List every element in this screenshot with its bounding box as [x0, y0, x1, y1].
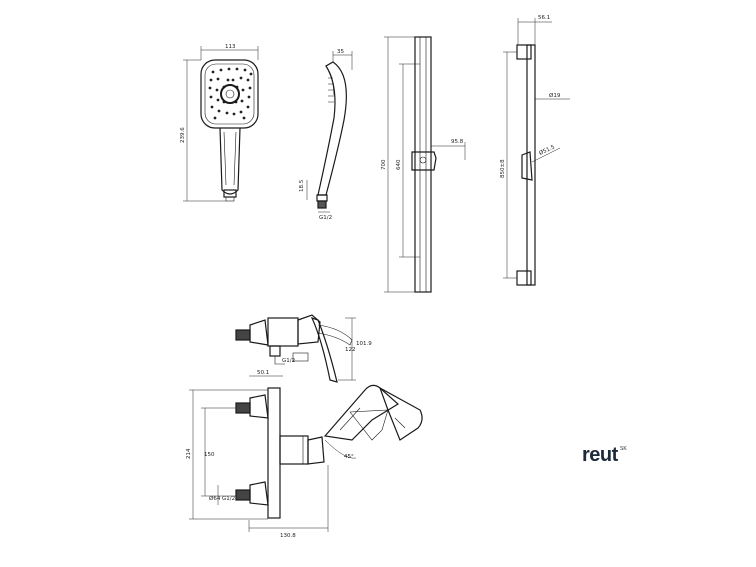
- spray-nozzles: [208, 67, 253, 120]
- hand-shower-front-view: 113 239.6: [180, 44, 259, 202]
- mixer-lever-label: 122: [345, 347, 356, 353]
- mixer-total-h-label: 214: [186, 448, 192, 459]
- side-neck-label: 18.5: [299, 179, 305, 192]
- mixer-escutcheon-label: Ø64: [209, 495, 221, 502]
- wall-offset-label: 56.1: [538, 15, 550, 21]
- mixer-depth-label: 50.1: [257, 370, 269, 376]
- head-length-label: 239.6: [180, 127, 186, 143]
- side-depth-label: 35: [337, 49, 344, 55]
- rail-inner-label: 640: [396, 159, 402, 170]
- slide-rail-side-view: 56.1 850±8 Ø19 Ø51.5: [500, 15, 570, 286]
- head-width-label: 113: [225, 44, 236, 50]
- holder-proj-label: 95.8: [451, 139, 464, 145]
- mixer-top-view: 101.9 122 50.1 G1/2: [235, 314, 372, 383]
- rail-dia-label: Ø19: [549, 92, 561, 99]
- slide-rail-front-view: 700 640 95.8: [381, 36, 466, 293]
- mixer-front-view: 45° 214 150 Ø64 G1/2 130.8: [186, 384, 423, 539]
- mixer-centers-label: 150: [204, 452, 215, 458]
- lever-angle-label: 45°: [344, 454, 354, 460]
- brand-name: reut: [582, 444, 619, 466]
- mixer-height-label: 101.9: [356, 341, 372, 347]
- brand-logo: reut SK: [582, 444, 627, 466]
- mixer-thread-label: G1/2: [282, 358, 295, 364]
- hand-shower-side-view: 35 18.5 G1/2: [299, 49, 353, 221]
- brand-mark: SK: [620, 446, 627, 452]
- mixer-width-label: 130.8: [280, 533, 296, 539]
- holder-dia-label: Ø51.5: [538, 143, 556, 157]
- mixer-inlet-label: G1/2: [222, 496, 235, 502]
- side-thread-label: G1/2: [319, 215, 332, 221]
- rail-total-label: 700: [381, 159, 387, 170]
- bracket-span-label: 850±8: [500, 159, 506, 178]
